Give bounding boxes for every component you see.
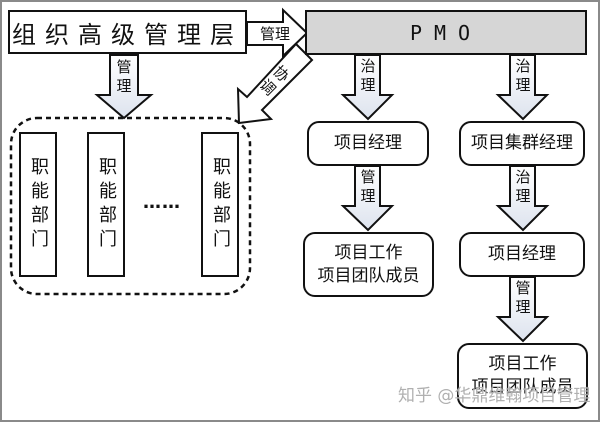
arrow-label-pmo-to-left: 治理 xyxy=(360,57,376,94)
right-team-line2: 项目团队成员 xyxy=(471,377,574,397)
left-project-manager-label: 项目经理 xyxy=(334,133,402,153)
right-project-manager-label: 项目经理 xyxy=(488,244,556,264)
left-team-line2: 项目团队成员 xyxy=(317,265,420,286)
left-project-team-box: 项目工作 项目团队成员 xyxy=(303,232,434,297)
functional-department-2: 职能部门 xyxy=(87,132,125,277)
cluster-manager-label: 项目集群经理 xyxy=(471,133,573,153)
right-project-manager-box: 项目经理 xyxy=(459,232,585,277)
pmo-box: PMO xyxy=(305,10,587,55)
functional-group-outline xyxy=(9,116,252,296)
functional-department-label: 职能部门 xyxy=(28,156,49,253)
arrow-right-pm-to-team xyxy=(495,276,550,343)
right-project-team-box: 项目工作 项目团队成员 xyxy=(457,343,588,409)
arrow-cluster-to-pm xyxy=(495,165,550,232)
functional-department-label: 职能部门 xyxy=(96,156,117,253)
arrow-label-left-pm-to-team: 管理 xyxy=(360,168,376,205)
functional-department-3: 职能部门 xyxy=(201,132,239,277)
pmo-label: PMO xyxy=(409,20,483,45)
arrow-pmo-to-right xyxy=(495,54,550,121)
top-management-label: 组织高级管理层 xyxy=(12,20,243,49)
arrow-label-cluster-to-pm: 治理 xyxy=(515,168,531,205)
arrow-label-top-to-functional: 管理 xyxy=(116,58,132,95)
top-management-box: 组织高级管理层 xyxy=(8,10,247,54)
cluster-manager-box: 项目集群经理 xyxy=(459,121,585,166)
arrow-label-top-to-pmo: 管理 xyxy=(259,25,290,43)
arrow-left-pm-to-team xyxy=(340,165,395,232)
functional-department-label: 职能部门 xyxy=(210,156,231,253)
arrow-label-right-pm-to-team: 管理 xyxy=(515,279,531,316)
ellipsis: …… xyxy=(143,192,181,213)
left-team-line1: 项目工作 xyxy=(334,242,403,263)
arrow-pmo-to-functional xyxy=(236,42,314,125)
arrow-pmo-to-left xyxy=(340,54,395,121)
arrow-label-pmo-to-right: 治理 xyxy=(515,57,531,94)
arrow-top-to-functional xyxy=(94,54,154,120)
right-team-line1: 项目工作 xyxy=(488,354,557,374)
left-project-manager-box: 项目经理 xyxy=(307,121,429,166)
watermark: 知乎 @华鼎维翰项目管理 xyxy=(398,386,591,406)
functional-department-1: 职能部门 xyxy=(19,132,57,277)
